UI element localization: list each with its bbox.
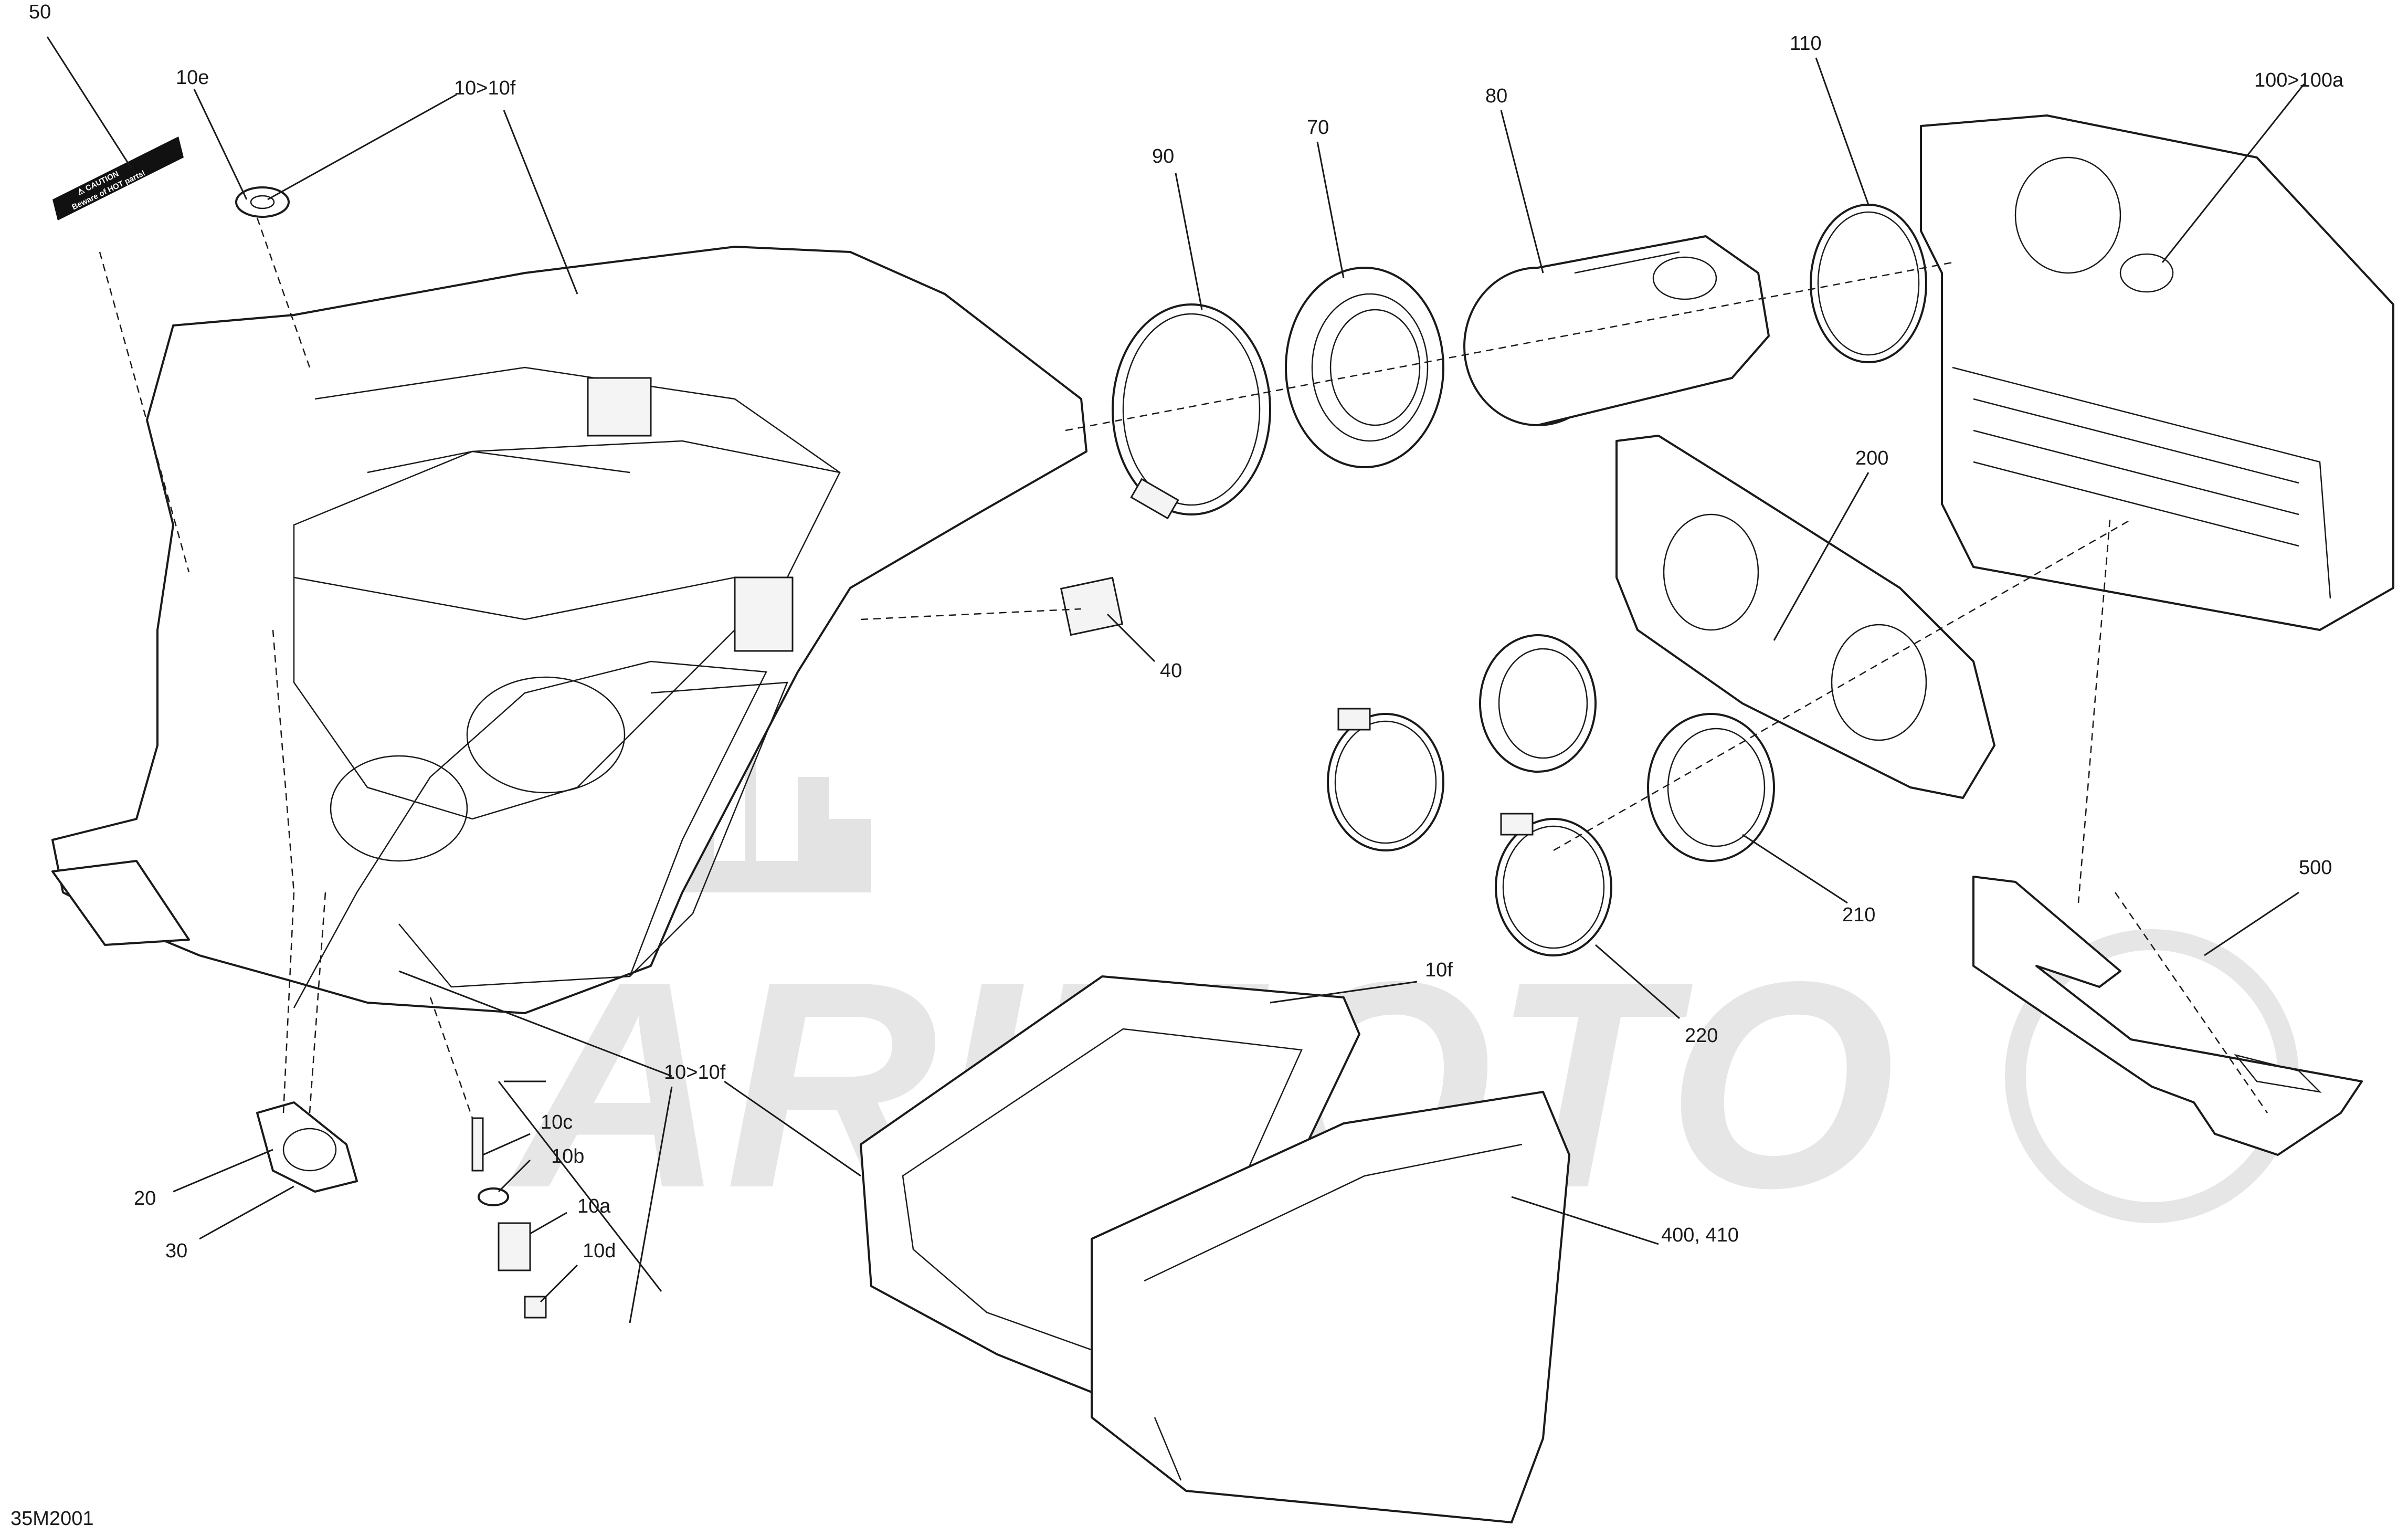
callout-220: 220 bbox=[1685, 1025, 1718, 1047]
callout-110: 110 bbox=[1790, 33, 1822, 55]
callout-500: 500 bbox=[2299, 857, 2332, 879]
clamp-part-220 bbox=[1327, 708, 1612, 956]
drawing-code: 35M2001 bbox=[10, 1508, 93, 1530]
callout-10-10f-top: 10>10f bbox=[454, 77, 516, 99]
callout-80: 80 bbox=[1485, 85, 1507, 107]
plate-part-500 bbox=[1972, 876, 2363, 1156]
callout-40: 40 bbox=[1160, 660, 1182, 682]
callout-10b: 10b bbox=[551, 1145, 584, 1167]
warning-label-part-50: ⚠ CAUTION Beware of HOT parts! bbox=[52, 136, 184, 220]
callout-10a: 10a bbox=[577, 1195, 611, 1217]
o-ring-part-110 bbox=[1810, 204, 1927, 363]
callout-10c: 10c bbox=[541, 1111, 573, 1133]
callout-70: 70 bbox=[1307, 117, 1329, 139]
rubber-support-part-40 bbox=[1060, 576, 1124, 636]
callout-50: 50 bbox=[29, 1, 51, 23]
callout-10-10f-bottom: 10>10f bbox=[664, 1061, 726, 1083]
filter-frame-part-200 bbox=[1615, 435, 1995, 799]
hardware-parts-10a-10d bbox=[471, 1117, 547, 1319]
filter-element-part-400-410 bbox=[1091, 1091, 1570, 1523]
leader-lines bbox=[46, 36, 2305, 1323]
callout-400-410: 400, 410 bbox=[1661, 1224, 1739, 1246]
adapter-part-70 bbox=[1285, 267, 1444, 468]
clamp-part-90 bbox=[1112, 303, 1271, 520]
callout-20: 20 bbox=[134, 1187, 156, 1209]
assembly-lines bbox=[99, 217, 2268, 1119]
intake-duct-part-80 bbox=[1463, 235, 1770, 426]
callout-100-100a: 100>100a bbox=[2254, 69, 2344, 91]
callout-200: 200 bbox=[1855, 447, 1888, 469]
callout-210: 210 bbox=[1842, 904, 1875, 926]
callout-30: 30 bbox=[165, 1240, 187, 1262]
callout-90: 90 bbox=[1152, 145, 1174, 167]
airbox-housing bbox=[51, 246, 1087, 1014]
callout-10d: 10d bbox=[583, 1240, 616, 1262]
sleeve-part-210 bbox=[1479, 634, 1775, 862]
filter-housing-part-100 bbox=[1920, 114, 2394, 631]
clamp-parts-20-30 bbox=[256, 1101, 358, 1193]
callout-10f: 10f bbox=[1425, 959, 1453, 981]
callout-10e: 10e bbox=[176, 67, 209, 89]
callout-labels: 50 10e 10>10f 90 70 80 110 100>100a 200 … bbox=[29, 1, 2344, 1262]
